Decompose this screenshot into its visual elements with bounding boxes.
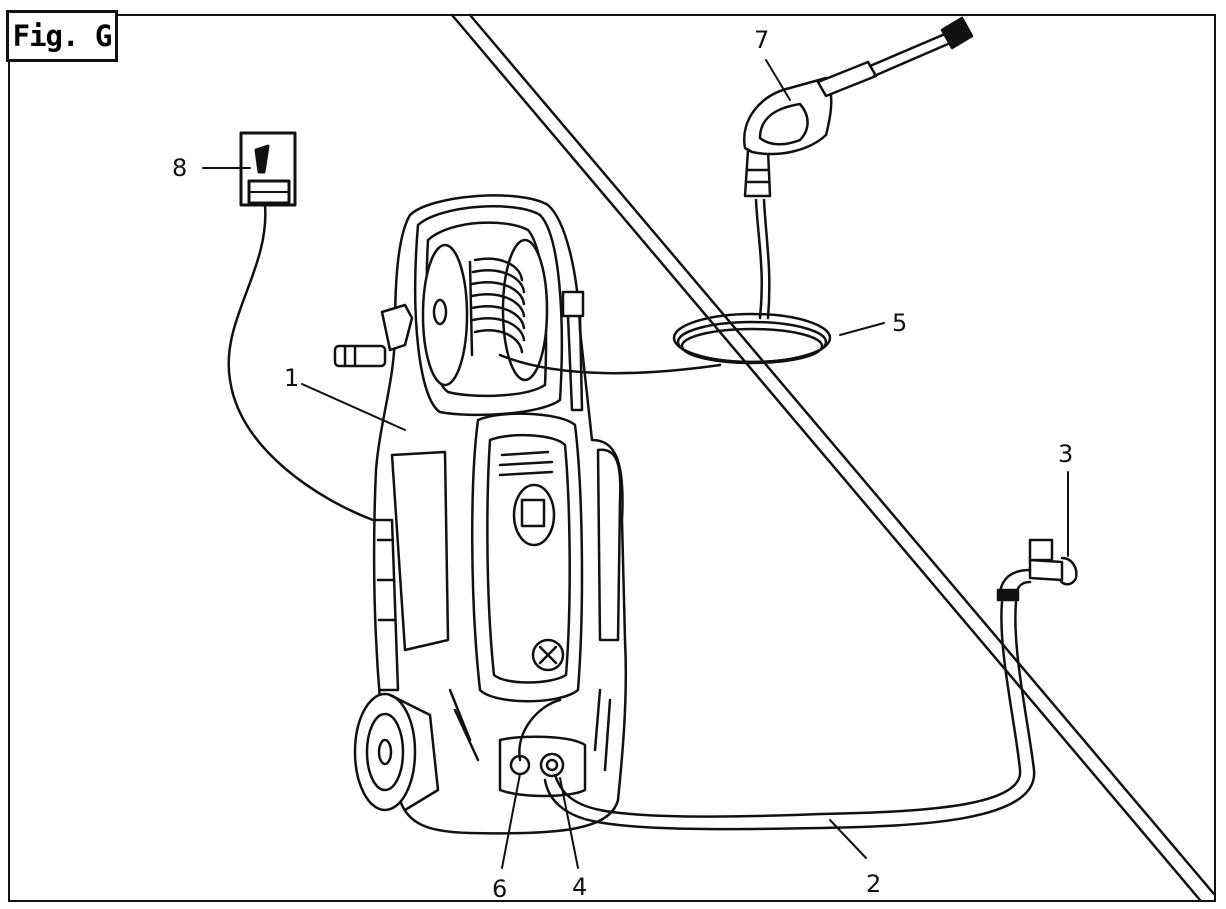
callout-8: 8 xyxy=(172,154,188,182)
figure-label: Fig. G xyxy=(6,10,118,62)
callout-1: 1 xyxy=(284,364,300,392)
callout-3: 3 xyxy=(1058,440,1074,468)
callout-2: 2 xyxy=(866,870,882,898)
callout-7: 7 xyxy=(754,26,770,54)
callout-6: 6 xyxy=(492,875,508,903)
callout-leader-lines xyxy=(202,59,1069,869)
water-tap-icon xyxy=(996,538,1078,602)
wall-floor-edge xyxy=(450,13,1216,902)
garden-hose xyxy=(543,600,1036,831)
callout-4: 4 xyxy=(572,873,588,901)
figure-frame xyxy=(8,14,1216,902)
trigger-gun-icon xyxy=(742,16,974,198)
outlet-hose-loop xyxy=(518,698,562,762)
pressure-washer-body xyxy=(333,194,628,835)
callout-5: 5 xyxy=(892,309,908,337)
high-pressure-hose xyxy=(498,198,832,375)
power-cord xyxy=(227,203,375,522)
